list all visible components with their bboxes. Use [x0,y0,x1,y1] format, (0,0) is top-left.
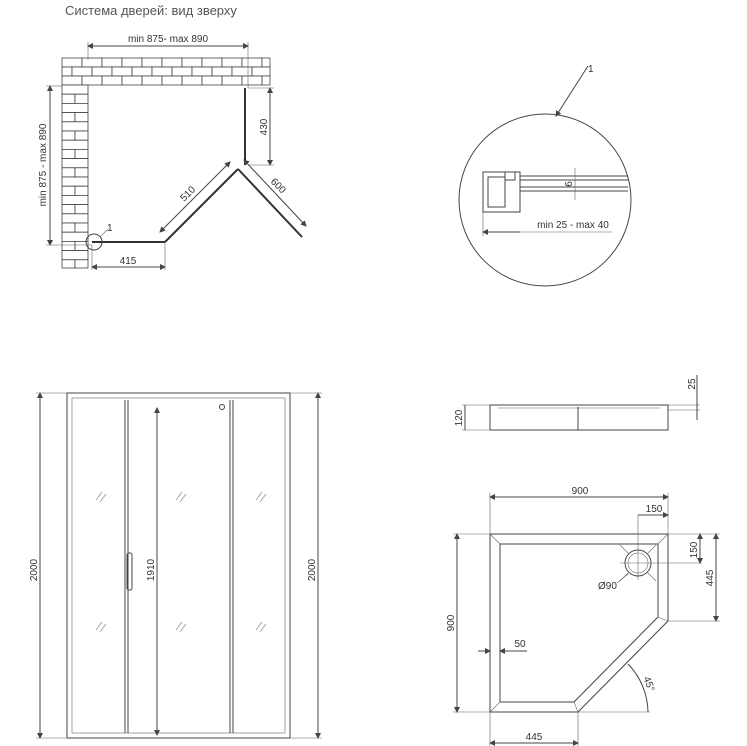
brick [201,75,223,86]
brick [61,75,83,86]
fixed-panel-bottom-dim: 415 [120,256,137,267]
brick [91,66,113,77]
brick [101,57,123,68]
brick [61,194,89,205]
width-dim-label: min 875- max 890 [128,34,208,45]
brick [61,130,76,141]
detail-view: 1 6 min 25 - max 40 [458,64,632,287]
rim-dim: 50 [514,639,526,650]
brick [61,112,76,123]
brick [191,66,213,77]
brick [221,57,243,68]
tray-width-dim: 900 [572,486,589,497]
brick [161,75,183,86]
brick [211,66,233,77]
brick [151,66,173,77]
brick [61,57,83,68]
brick [61,158,89,169]
drain-offset-x-dim: 150 [646,504,663,515]
brick [61,213,89,224]
brick [131,66,153,77]
brick [61,121,89,132]
brick [61,259,76,269]
brick [61,231,89,242]
brick [221,75,243,86]
brick [61,240,76,251]
brick [261,75,271,86]
brick [111,66,133,77]
angle-dim: 45° [641,675,657,693]
depth-dim-label: min 875 - max 890 [38,123,49,206]
gap-dim: 6 [564,181,575,187]
brick [61,139,89,150]
brick [171,66,193,77]
brick [71,66,93,77]
adjust-range-dim: min 25 - max 40 [537,220,609,231]
brick [61,250,89,261]
tray-depth-dim: 900 [446,614,457,631]
brick [61,167,76,178]
brick [121,75,143,86]
side-bottom-dim: 445 [526,732,543,743]
brick [74,185,89,196]
brick [241,75,263,86]
brick [241,57,263,68]
brick [61,66,73,77]
brick [74,222,89,233]
callout-number: 1 [107,223,113,234]
drain-diameter-label: Ø90 [598,581,617,592]
tray-side-view: 120 25 [454,375,700,431]
brick [141,57,163,68]
brick [61,148,76,159]
hinge-icon [219,404,225,410]
door-height-dim: 1910 [146,558,157,581]
detail-callout-circle [85,233,103,251]
height-left-dim: 2000 [29,558,40,581]
brick [61,84,89,95]
brick [181,57,203,68]
drain-offset-y-dim: 150 [689,541,700,558]
top-view: min 875- max 890 min 875 - max 890 430 5… [38,34,307,270]
brick [231,66,253,77]
brick [81,75,103,86]
door-panel-dim: 510 [178,184,198,204]
brick [261,57,271,68]
drawing-title: Система дверей: вид зверху [65,3,237,18]
brick [101,75,123,86]
brick [61,93,76,104]
brick [61,176,89,187]
brick [61,222,76,233]
brick [74,93,89,104]
detail-callout-number: 1 [588,64,594,75]
glass-marks [95,491,267,633]
front-view: 2000 2000 1910 [29,392,322,739]
brick [251,66,271,77]
brick [74,130,89,141]
side-right-dim: 445 [705,569,716,586]
fixed-panel-right-dim: 430 [259,118,270,135]
height-right-dim: 2000 [307,558,318,581]
brick [74,167,89,178]
door-handle [126,552,133,591]
tray-height-dim: 120 [454,409,465,426]
tray-offset-dim: 25 [687,378,698,390]
brick [74,259,89,269]
brick [121,57,143,68]
brick [141,75,163,86]
brick [61,103,89,114]
brick-wall [61,57,271,269]
door-open-dim: 600 [268,176,288,196]
brick [161,57,183,68]
tray-plan-view: 900 150 150 Ø90 445 900 50 45° 445 [446,486,720,746]
brick [181,75,203,86]
brick [81,57,103,68]
brick [74,204,89,215]
brick [61,185,76,196]
brick [74,112,89,123]
brick [61,204,76,215]
brick [74,148,89,159]
brick [201,57,223,68]
